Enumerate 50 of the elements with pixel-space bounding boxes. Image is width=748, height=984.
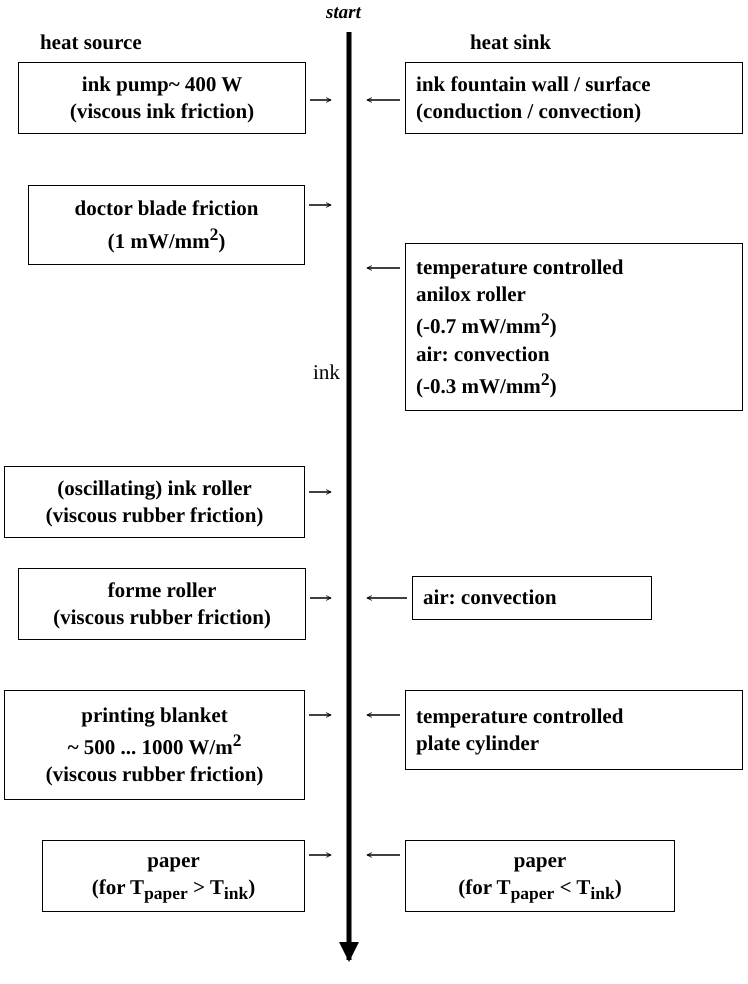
- arrow: [309, 852, 332, 858]
- box-text: temperature controlled plate cylinder: [416, 702, 624, 757]
- process-box: [405, 243, 743, 411]
- box-text: paper: [512, 846, 568, 874]
- box-text: (viscous ink friction): [68, 98, 256, 125]
- process-box: [18, 62, 306, 134]
- arrow: [309, 712, 332, 718]
- process-box: [18, 568, 306, 640]
- arrow: [309, 202, 332, 208]
- process-box: [412, 576, 652, 620]
- arrow: [310, 595, 332, 601]
- box-text: ~ 500 ... 1000 W/m$^{2}$: [66, 728, 242, 761]
- box-text: ink pump~ 400 W: [80, 70, 244, 98]
- process-box: [405, 62, 743, 134]
- box-text: (-0.3 mW/mm$^{2}$): [416, 368, 558, 400]
- box-text: (conduction / convection): [416, 98, 642, 125]
- box-text: (viscous rubber friction): [44, 761, 264, 788]
- box-text: (1 mW/mm$^{2}$): [106, 222, 226, 254]
- box-text: air: convection: [423, 584, 558, 612]
- arrow: [366, 852, 400, 858]
- box-text: doctor blade friction: [74, 195, 260, 222]
- arrow: [366, 712, 400, 718]
- process-box: [405, 840, 675, 912]
- process-box: [4, 690, 305, 800]
- box-text: temperature controlled anilox roller: [416, 254, 624, 308]
- box-text: (oscillating) ink roller: [56, 474, 253, 502]
- process-box: [405, 690, 743, 770]
- arrow: [310, 97, 332, 103]
- column-heading: heat source: [40, 30, 142, 55]
- column-heading: heat sink: [470, 30, 552, 55]
- flow-label: ink: [313, 360, 340, 385]
- arrow: [366, 265, 400, 271]
- start-label: start: [326, 2, 361, 24]
- box-text: air: convection: [416, 340, 551, 368]
- process-box: [4, 466, 305, 538]
- process-box: [42, 840, 305, 912]
- box-text: paper: [146, 846, 201, 874]
- arrow: [366, 97, 400, 103]
- box-text: (for T$_{paper}$ < T$_{ink}$): [457, 874, 623, 906]
- box-text: (viscous rubber friction): [52, 604, 272, 631]
- box-text: (-0.7 mW/mm$^{2}$): [416, 308, 558, 340]
- box-text: printing blanket: [80, 702, 229, 729]
- arrow: [309, 489, 332, 495]
- box-text: forme roller: [106, 576, 218, 604]
- box-text: (for T$_{paper}$ > T$_{ink}$): [90, 874, 256, 906]
- arrow: [339, 32, 359, 962]
- box-text: (viscous rubber friction): [44, 502, 264, 529]
- process-box: [28, 185, 305, 265]
- box-text: ink fountain wall / surface: [416, 70, 652, 98]
- arrow: [366, 595, 407, 601]
